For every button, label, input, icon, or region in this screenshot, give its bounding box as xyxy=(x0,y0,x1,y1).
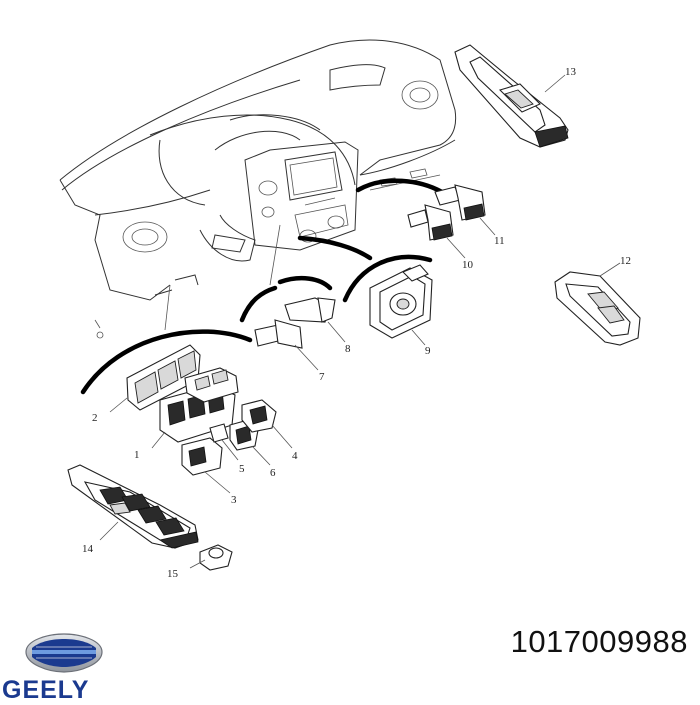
dashboard-outline xyxy=(59,39,457,339)
callout-12: 12 xyxy=(620,255,631,267)
callout-11: 11 xyxy=(494,235,505,247)
callout-labels: 1 2 3 4 5 6 7 8 9 10 11 12 13 14 15 xyxy=(82,66,631,580)
part-3-switch xyxy=(181,437,231,494)
callout-10: 10 xyxy=(462,259,474,271)
callout-5: 5 xyxy=(239,463,245,475)
part-9-headlamp-switch xyxy=(369,264,433,346)
callout-14: 14 xyxy=(82,543,94,555)
callout-7: 7 xyxy=(319,371,325,383)
callout-1: 1 xyxy=(134,449,140,461)
part-12-window-switch xyxy=(554,262,641,346)
geely-logo-icon xyxy=(25,633,103,673)
part-8-switch xyxy=(284,297,346,343)
callout-2: 2 xyxy=(92,412,98,424)
part-7-switch xyxy=(254,319,319,371)
callout-8: 8 xyxy=(345,343,351,355)
brand-wordmark: GEELY xyxy=(2,676,90,704)
part-13-door-switch-panel xyxy=(454,44,569,148)
callout-3: 3 xyxy=(231,494,237,506)
callout-4: 4 xyxy=(292,450,298,462)
callout-15: 15 xyxy=(167,568,179,580)
part-4-switch xyxy=(241,399,293,449)
part-15-sensor xyxy=(189,544,233,571)
part-number: 1017009988 xyxy=(510,624,688,659)
callout-6: 6 xyxy=(270,467,276,479)
grouping-arcs xyxy=(80,178,445,395)
part-2-switch-bezel xyxy=(109,344,201,413)
part-10-switch xyxy=(407,204,466,259)
part-5-switch xyxy=(209,423,239,461)
part-11-switch xyxy=(434,184,496,236)
callout-9: 9 xyxy=(425,345,431,357)
callout-13: 13 xyxy=(565,66,577,78)
part-14-master-window-switch xyxy=(67,464,199,549)
